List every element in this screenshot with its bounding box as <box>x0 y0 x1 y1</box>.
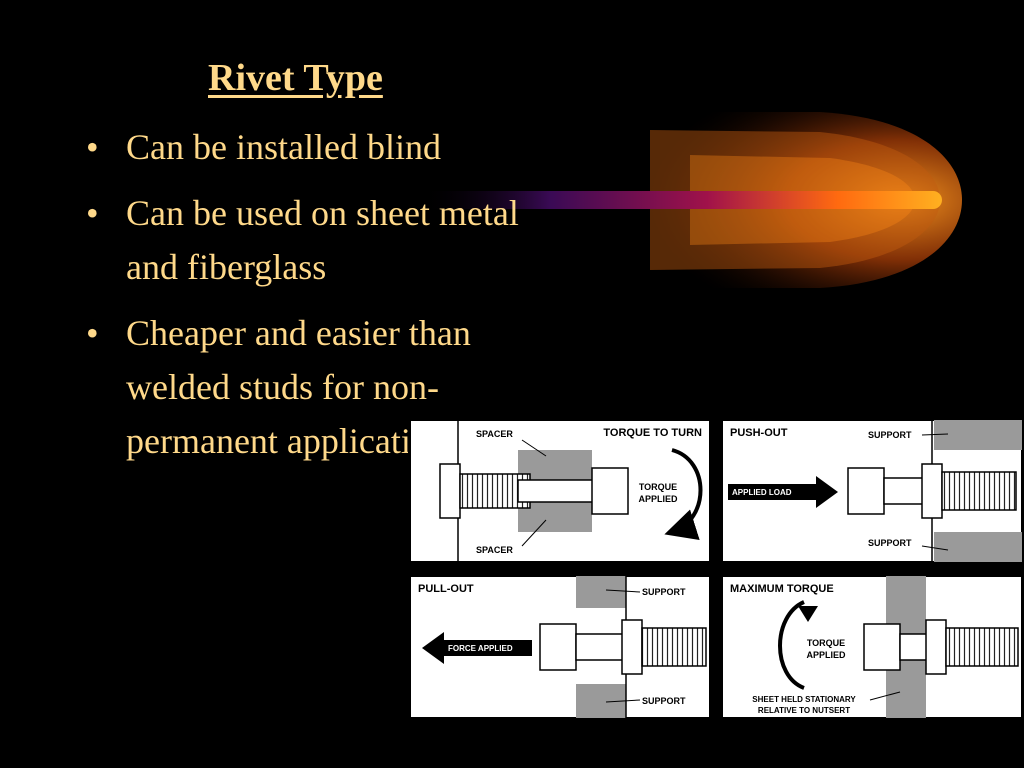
panel-title: MAXIMUM TORQUE <box>730 583 834 595</box>
callout-label: SUPPORT <box>642 587 686 597</box>
callout-label: SPACER <box>476 545 513 555</box>
callout-label: TORQUE <box>639 482 677 492</box>
bullet-item: • Can be used on sheet metal and fibergl… <box>86 186 546 294</box>
callout-label: SHEET HELD STATIONARY <box>752 695 856 704</box>
callout-label: APPLIED <box>806 650 846 660</box>
bolt-head <box>847 467 885 515</box>
panel-push-out: PUSH-OUT SUPPORT SUPPORT APPLIED LOAD <box>721 419 1023 563</box>
callout-label: SUPPORT <box>868 538 912 548</box>
bolt-head <box>863 623 901 671</box>
bullet-text: Can be installed blind <box>126 127 441 167</box>
applied-load-arrow-icon <box>728 476 838 508</box>
torque-arrow-icon <box>664 448 703 540</box>
callout-label: SUPPORT <box>642 696 686 706</box>
bullet-marker: • <box>86 313 99 353</box>
bullet-item: • Cheaper and easier than welded studs f… <box>86 306 546 468</box>
rivet-flange <box>921 463 943 519</box>
panel-title: PULL-OUT <box>418 583 474 595</box>
bullet-item: • Can be installed blind <box>86 120 546 174</box>
rivet-threads <box>641 627 707 667</box>
panel-pull-out: PULL-OUT SUPPORT SUPPORT FORCE APPLIED <box>409 575 711 719</box>
bolt-head <box>539 623 577 671</box>
rivet-threads <box>941 471 1017 511</box>
bullet-marker: • <box>86 127 99 167</box>
rivet-flange <box>621 619 643 675</box>
force-applied-arrow-icon <box>422 632 532 664</box>
callout-label: FORCE APPLIED <box>448 644 513 653</box>
torque-arrow-icon <box>778 600 805 690</box>
bullet-text: Cheaper and easier than welded studs for… <box>126 313 471 461</box>
panel-title: PUSH-OUT <box>730 427 788 439</box>
rivet-test-diagram: TORQUE TO TURN SPACER SPACER TORQUE APPL… <box>408 418 1024 720</box>
bolt-head <box>591 467 629 515</box>
bullet-marker: • <box>86 193 99 233</box>
bullet-text: Can be used on sheet metal and fiberglas… <box>126 193 519 287</box>
callout-label: RELATIVE TO NUTSERT <box>758 706 850 715</box>
rivet-flange <box>439 463 461 519</box>
callout-label: APPLIED LOAD <box>732 488 792 497</box>
slide-title: Rivet Type <box>208 57 383 99</box>
panel-torque-to-turn: TORQUE TO TURN SPACER SPACER TORQUE APPL… <box>409 419 711 563</box>
panel-maximum-torque: MAXIMUM TORQUE TORQUE APPLIED SHEET HELD… <box>721 575 1023 719</box>
panel-title: TORQUE TO TURN <box>603 427 702 439</box>
rivet-threads <box>945 627 1019 667</box>
callout-label: APPLIED <box>638 494 678 504</box>
callout-label: SPACER <box>476 429 513 439</box>
callout-label: TORQUE <box>807 638 845 648</box>
rivet-flange <box>925 619 947 675</box>
bullet-list: • Can be installed blind • Can be used o… <box>86 120 546 480</box>
callout-label: SUPPORT <box>868 430 912 440</box>
comet-beam <box>420 191 942 209</box>
